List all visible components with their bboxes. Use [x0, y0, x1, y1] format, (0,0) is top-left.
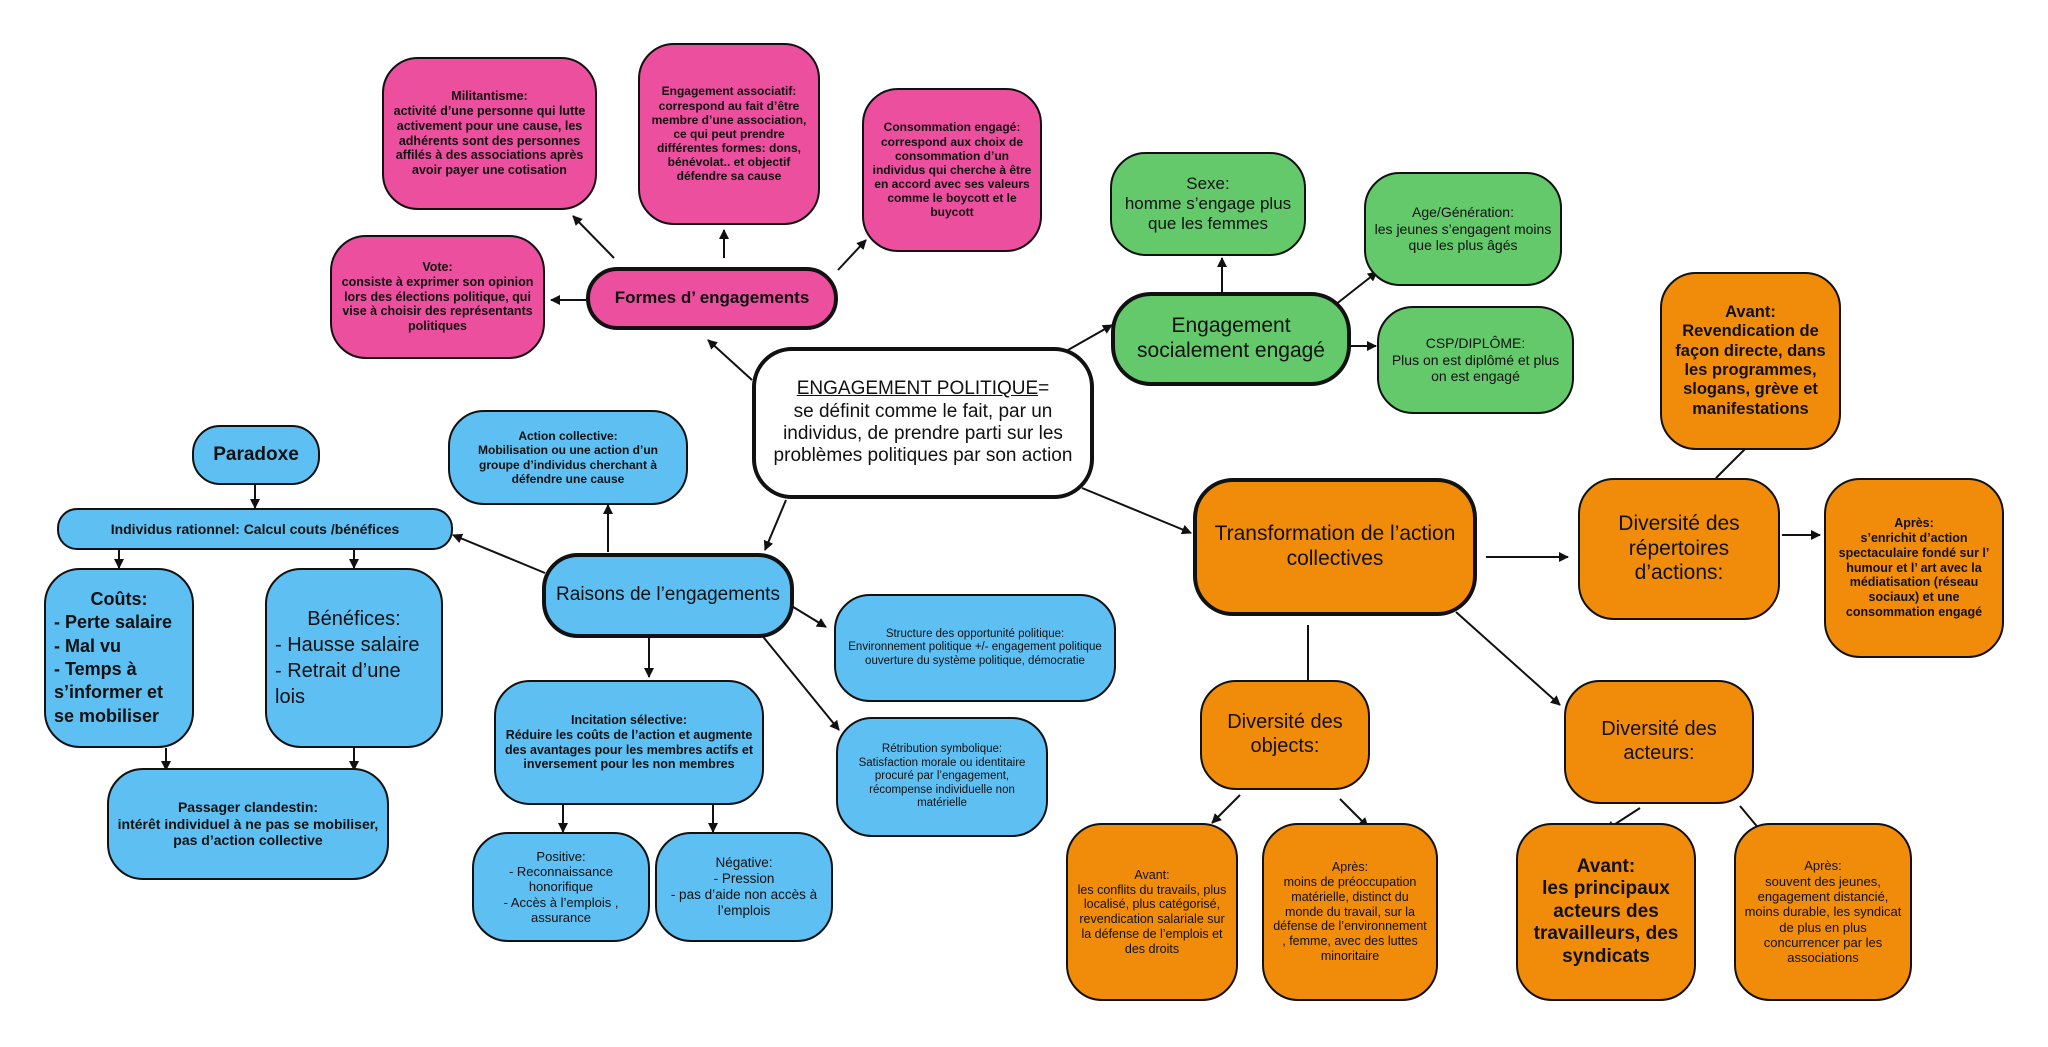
node-objects-apres[interactable]: Après: moins de préoccupation matérielle… — [1262, 823, 1438, 1001]
arrow-center-social — [1067, 324, 1113, 351]
arrow-center-raisons — [763, 499, 787, 551]
act-avant-text: Avant: les principaux acteurs des travai… — [1533, 855, 1679, 967]
node-repertoires-avant[interactable]: Avant: Revendication de façon directe, d… — [1660, 272, 1841, 450]
positive-item: - Reconnaissance honorifique — [508, 864, 614, 895]
militantisme-text: Militantisme: activité d’une personne qu… — [393, 89, 586, 177]
node-transformation-action[interactable]: Transformation de l’action collectives — [1193, 478, 1477, 616]
couts-item: - Perte salaire — [54, 612, 173, 633]
arrow-objects-avant — [1211, 794, 1241, 824]
arrow-raisons-individus — [452, 533, 546, 574]
node-engagement-socialement[interactable]: Engagement socialement engagé — [1111, 292, 1351, 386]
node-retribution-symbolique[interactable]: Rétribution symbolique: Satisfaction mor… — [836, 717, 1048, 837]
age-text: Age/Génération: les jeunes s’engagent mo… — [1374, 204, 1552, 254]
couts-item: - Mal vu — [54, 635, 122, 656]
obj-avant-text: Avant: les conflits du travails, plus lo… — [1077, 867, 1227, 956]
central-definition: se définit comme le fait, par un individ… — [773, 400, 1073, 467]
act-apres-text: Après: souvent des jeunes, engagement di… — [1744, 858, 1902, 966]
arrow-formes-militantisme — [572, 215, 615, 259]
benefices-item: - Hausse salaire — [275, 634, 420, 656]
sexe-text: Sexe: homme s’engage plus que les femmes — [1124, 173, 1292, 234]
node-militantisme[interactable]: Militantisme: activité d’une personne qu… — [382, 57, 597, 210]
node-objects-avant[interactable]: Avant: les conflits du travails, plus lo… — [1066, 823, 1238, 1001]
repertoires-title: Diversité des répertoires d’actions: — [1618, 511, 1740, 585]
node-raisons-engagements[interactable]: Raisons de l’engagements — [542, 553, 794, 638]
arrow-objects-apres — [1339, 798, 1369, 828]
arrow-raisons-retribution — [759, 632, 840, 731]
associatif-text: Engagement associatif: correspond au fai… — [651, 84, 807, 184]
arrow-transformation-acteurs — [1455, 611, 1561, 706]
positive-title: Positive: — [536, 848, 586, 864]
vote-text: Vote: consiste à exprimer son opinion lo… — [341, 260, 534, 334]
node-individus-rationnel[interactable]: Individus rationnel: Calcul couts /bénéf… — [57, 508, 453, 550]
retribution-text: Rétribution symbolique: Satisfaction mor… — [858, 743, 1026, 810]
paradoxe-text: Paradoxe — [213, 443, 299, 465]
node-couts[interactable]: Coûts: - Perte salaire - Mal vu - Temps … — [44, 568, 194, 748]
node-age-generation[interactable]: Age/Génération: les jeunes s’engagent mo… — [1364, 172, 1562, 286]
negative-item: - pas d’aide non accès à l’emplois — [670, 887, 818, 918]
node-repertoires-apres[interactable]: Après: s’enrichit d’action spectaculaire… — [1824, 478, 2004, 658]
node-incitation-selective[interactable]: Incitation sélective: Réduire les coûts … — [494, 680, 764, 805]
node-action-collective[interactable]: Action collective: Mobilisation ou une a… — [448, 410, 688, 505]
arrow-social-age — [1334, 271, 1378, 306]
node-paradoxe[interactable]: Paradoxe — [192, 425, 320, 485]
central-topic-engagement-politique[interactable]: ENGAGEMENT POLITIQUE= se définit comme l… — [752, 347, 1094, 499]
couts-title: Coûts: — [90, 588, 148, 609]
raisons-title: Raisons de l’engagements — [556, 584, 780, 606]
node-acteurs-apres[interactable]: Après: souvent des jeunes, engagement di… — [1734, 823, 1912, 1001]
node-consommation-engage[interactable]: Consommation engagé: correspond aux choi… — [862, 88, 1042, 252]
node-csp-diplome[interactable]: CSP/DIPLÔME: Plus on est diplômé et plus… — [1377, 306, 1574, 414]
arrow-center-transformation — [1081, 487, 1192, 535]
social-title: Engagement socialement engagé — [1137, 314, 1325, 362]
benefices-item: - Retrait d’une lois — [275, 660, 401, 708]
acteurs-title: Diversité des acteurs: — [1601, 718, 1717, 764]
arrow-center-formes — [707, 339, 753, 381]
node-benefices[interactable]: Bénéfices: - Hausse salaire - Retrait d’… — [265, 568, 443, 748]
passager-text: Passager clandestin: intérêt individuel … — [117, 799, 379, 849]
positive-item: - Accès à l’emplois , assurance — [503, 894, 619, 925]
couts-item: - Temps à s’informer et se mobiliser — [54, 659, 164, 726]
node-diversite-repertoires[interactable]: Diversité des répertoires d’actions: — [1578, 478, 1780, 620]
node-structure-opportunite[interactable]: Structure des opportunité politique: Env… — [834, 594, 1116, 702]
node-formes-engagements[interactable]: Formes d’ engagements — [586, 267, 838, 330]
central-title: ENGAGEMENT POLITIQUE — [796, 378, 1039, 400]
formes-title: Formes d’ engagements — [614, 288, 810, 308]
obj-apres-text: Après: moins de préoccupation matérielle… — [1273, 860, 1427, 963]
node-engagement-associatif[interactable]: Engagement associatif: correspond au fai… — [638, 43, 820, 225]
central-equals-sign: = — [1038, 378, 1050, 400]
benefices-title: Bénéfices: — [307, 608, 401, 630]
negative-title: Négative: — [715, 855, 773, 871]
incitation-text: Incitation sélective: Réduire les coûts … — [504, 713, 754, 772]
rep-apres-text: Après: s’enrichit d’action spectaculaire… — [1838, 516, 1990, 619]
rep-avant-text: Avant: Revendication de façon directe, d… — [1675, 302, 1826, 418]
node-diversite-objects[interactable]: Diversité des objects: — [1200, 680, 1370, 790]
csp-text: CSP/DIPLÔME: Plus on est diplômé et plus… — [1391, 335, 1560, 385]
node-vote[interactable]: Vote: consiste à exprimer son opinion lo… — [330, 235, 545, 359]
node-positive[interactable]: Positive: - Reconnaissance honorifique -… — [472, 832, 650, 942]
node-diversite-acteurs[interactable]: Diversité des acteurs: — [1564, 680, 1754, 804]
node-passager-clandestin[interactable]: Passager clandestin: intérêt individuel … — [107, 768, 389, 880]
arrow-raisons-structure — [789, 604, 827, 628]
action-collective-text: Action collective: Mobilisation ou une a… — [478, 429, 658, 486]
node-acteurs-avant[interactable]: Avant: les principaux acteurs des travai… — [1516, 823, 1696, 1001]
transformation-title: Transformation de l’action collectives — [1214, 522, 1456, 570]
node-negative[interactable]: Négative: - Pression - pas d’aide non ac… — [655, 832, 833, 942]
structure-text: Structure des opportunité politique: Env… — [848, 627, 1102, 667]
negative-item: - Pression — [713, 871, 775, 887]
node-sexe[interactable]: Sexe: homme s’engage plus que les femmes — [1110, 152, 1306, 256]
consommation-text: Consommation engagé: correspond aux choi… — [872, 120, 1032, 220]
objects-title: Diversité des objects: — [1227, 711, 1343, 757]
individus-text: Individus rationnel: Calcul couts /bénéf… — [110, 520, 400, 537]
arrow-formes-consommation — [837, 239, 867, 271]
